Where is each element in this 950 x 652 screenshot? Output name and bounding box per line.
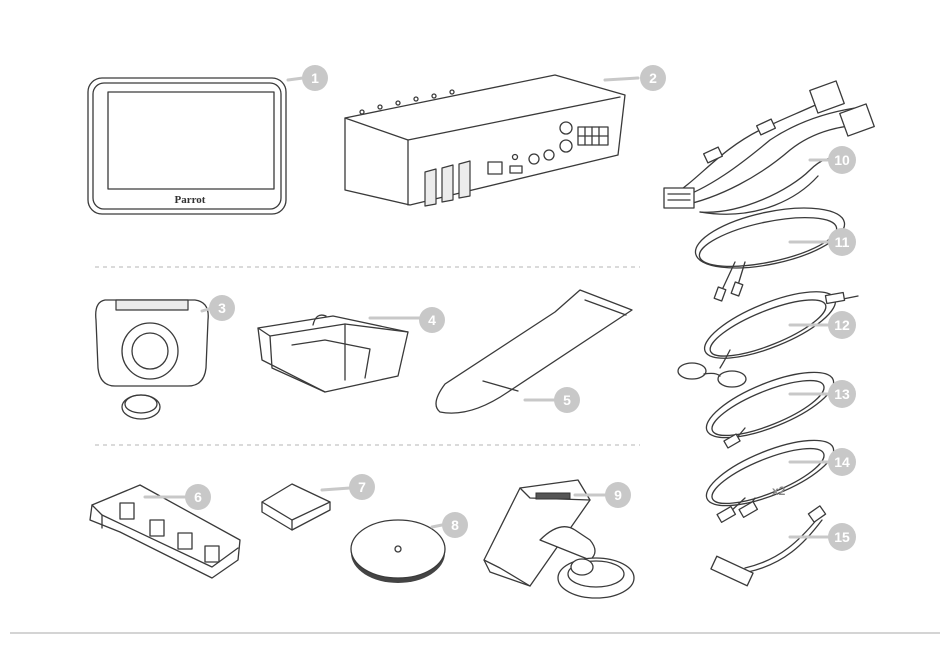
svg-text:9: 9: [614, 487, 622, 503]
sd-card-illustration: [262, 484, 330, 530]
svg-text:1: 1: [311, 70, 319, 86]
callout-badge-15: 15: [828, 523, 856, 551]
svg-text:6: 6: [194, 489, 202, 505]
svg-text:8: 8: [451, 517, 459, 533]
svg-text:7: 7: [358, 479, 366, 495]
svg-text:3: 3: [218, 300, 226, 316]
callout-badge-5: 5: [554, 387, 580, 413]
callout-badge-9: 9: [605, 482, 631, 508]
svg-text:12: 12: [834, 317, 850, 333]
callout-badge-13: 13: [828, 380, 856, 408]
parrot-logo: Parrot: [175, 194, 206, 206]
electronic-box-illustration: [345, 75, 625, 206]
callout-badge-7: 7: [349, 474, 375, 500]
svg-text:14: 14: [834, 454, 850, 470]
svg-text:4: 4: [428, 312, 436, 328]
callout-badge-11: 11: [828, 228, 856, 256]
callout-badge-10: 10: [828, 146, 856, 174]
quantity-note: x2: [772, 484, 786, 498]
svg-text:13: 13: [834, 386, 850, 402]
svg-text:11: 11: [835, 234, 850, 250]
adhesive-strip-illustration: [436, 290, 632, 413]
callout-badge-2: 2: [640, 65, 666, 91]
callout-badge-12: 12: [828, 311, 856, 339]
adhesive-disc-illustration: [351, 520, 445, 583]
svg-text:5: 5: [563, 392, 571, 408]
screen-illustration: Parrot: [88, 78, 286, 214]
svg-text:2: 2: [649, 70, 657, 86]
callout-badge-3: 3: [209, 295, 235, 321]
audio-cable-illustration: [699, 359, 842, 451]
remote-control-illustration: [96, 300, 209, 419]
cradle-illustration: [258, 315, 408, 392]
svg-text:15: 15: [834, 529, 850, 545]
callout-badge-8: 8: [442, 512, 468, 538]
callout-badge-14: 14: [828, 448, 856, 476]
svg-text:10: 10: [834, 152, 850, 168]
callout-badge-6: 6: [185, 484, 211, 510]
callout-badge-1: 1: [302, 65, 328, 91]
cable-clips-illustration: [90, 485, 240, 578]
callout-badge-4: 4: [419, 307, 445, 333]
